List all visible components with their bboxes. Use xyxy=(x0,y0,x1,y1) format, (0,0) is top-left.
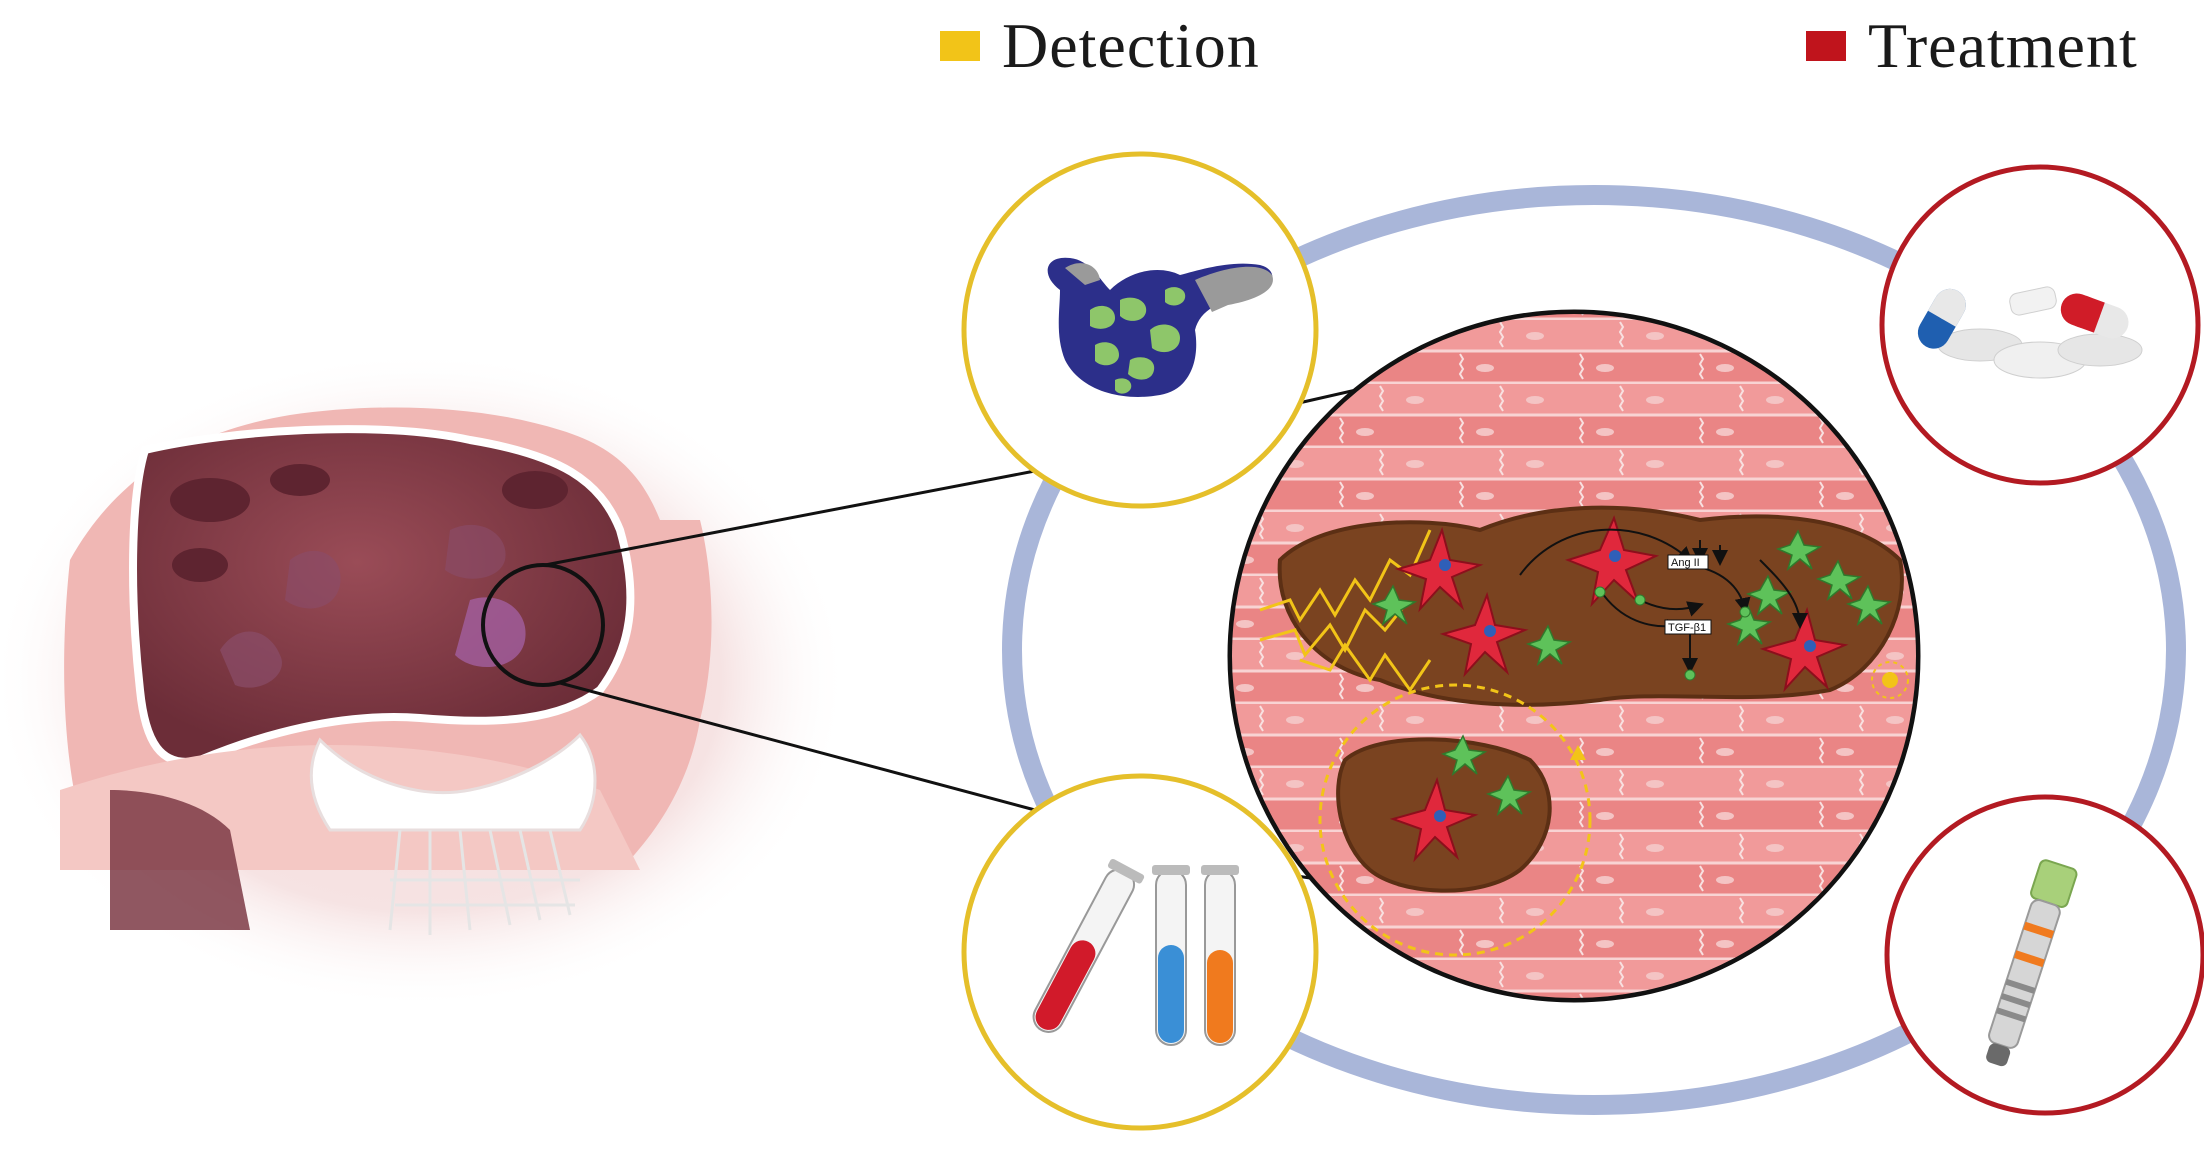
zoom-line-top xyxy=(544,468,1041,567)
treatment-label: Treatment xyxy=(1868,10,2138,81)
3d-atrial-fibrosis-map-icon xyxy=(1047,257,1273,397)
magnified-region-marker xyxy=(481,563,605,687)
magnified-tissue: Ang II TGF-β1 xyxy=(1227,309,1921,1003)
conduction-wave-2 xyxy=(1259,604,1407,658)
reentry-arrow xyxy=(1570,745,1586,760)
ectopic-focus-ring xyxy=(1871,661,1909,699)
detection-imaging xyxy=(961,151,1319,509)
fibrotic-patch-zoom xyxy=(455,597,526,667)
detection-biomarkers xyxy=(961,773,1319,1131)
ventricle-wall xyxy=(110,790,250,930)
pills-icon xyxy=(1917,286,2143,379)
catheter-ablation-icon xyxy=(1986,859,2078,1067)
detection-biomarkers-circle xyxy=(961,773,1319,1131)
mitral-valve xyxy=(309,732,597,832)
tgf-box xyxy=(1664,619,1712,635)
heart-cross-section xyxy=(0,350,850,1010)
fibrotic-patch-2 xyxy=(285,550,341,609)
vein-opening-1 xyxy=(170,478,250,522)
vein-opening-4 xyxy=(502,471,568,509)
treatment-ablation xyxy=(1884,794,2204,1116)
treatment-drugs-circle xyxy=(1879,164,2201,486)
vein-opening-3 xyxy=(270,464,330,496)
vein-opening-2 xyxy=(172,548,228,582)
fibroblast-3 xyxy=(1439,591,1529,678)
treatment-drugs xyxy=(1879,164,2201,486)
care-cycle-ring xyxy=(1002,185,2186,1115)
tgf-label: TGF-β1 xyxy=(1668,622,1706,634)
fibroblast-4 xyxy=(1759,606,1849,693)
fibroblast-5 xyxy=(1389,776,1479,863)
conduction-wave-3 xyxy=(1299,642,1432,693)
signaling-pathway: Ang II TGF-β1 xyxy=(1519,528,1808,681)
fibroblast-1 xyxy=(1394,526,1484,613)
fibrotic-patch-3 xyxy=(445,524,506,579)
detection-label: Detection xyxy=(1002,10,1260,81)
cell-nuclei xyxy=(1434,550,1816,822)
ang-ii-label: Ang II xyxy=(1671,557,1700,569)
reentry-circuit xyxy=(1318,683,1592,957)
detection-swatch xyxy=(940,31,980,61)
legend-treatment: Treatment xyxy=(1806,14,2138,78)
legend-detection: Detection xyxy=(940,14,1260,78)
chordae-tendineae xyxy=(388,829,580,935)
fibrotic-patch-1 xyxy=(220,631,282,688)
zoom-line-bottom xyxy=(559,681,1036,812)
ectopic-focus xyxy=(1882,672,1898,688)
blood-sample-tubes-icon xyxy=(1032,858,1239,1046)
ang-ii-box xyxy=(1667,554,1709,570)
treatment-swatch xyxy=(1806,31,1846,61)
myofibroblasts xyxy=(1370,529,1893,817)
